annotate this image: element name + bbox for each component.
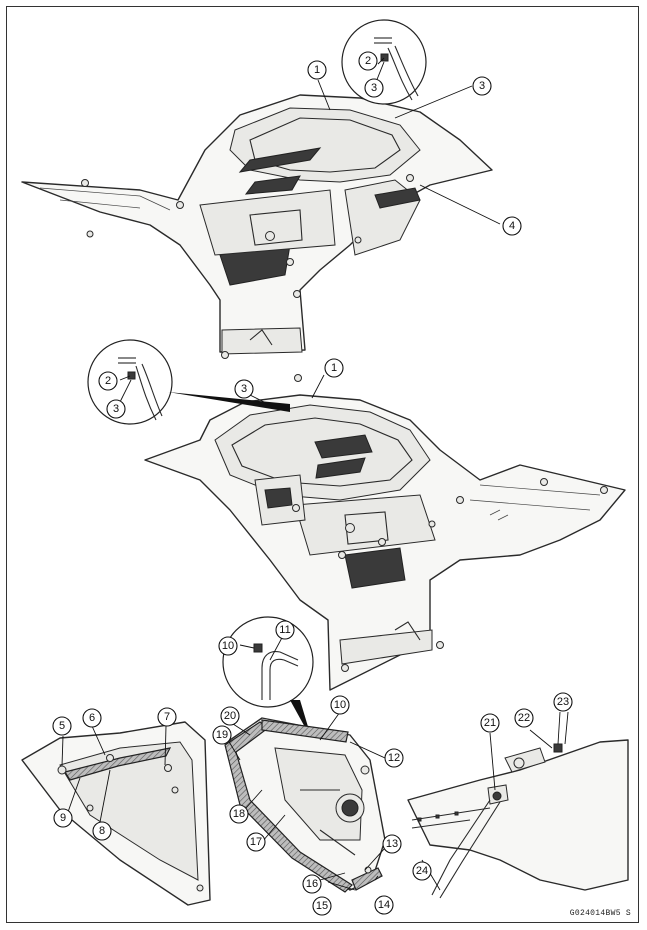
callout-1: 1 <box>324 358 344 378</box>
headlight-assembly <box>224 717 386 893</box>
callout-6: 6 <box>82 708 102 728</box>
svg-text:14: 14 <box>378 899 390 911</box>
svg-text:24: 24 <box>416 865 428 877</box>
svg-text:3: 3 <box>479 80 485 92</box>
callout-8: 8 <box>92 821 112 841</box>
svg-text:21: 21 <box>484 717 496 729</box>
svg-text:16: 16 <box>306 878 318 890</box>
callout-24: 24 <box>412 861 432 881</box>
inner-panel-left <box>21 721 211 906</box>
svg-text:2: 2 <box>105 375 111 387</box>
svg-text:3: 3 <box>371 82 377 94</box>
callout-3: 3 <box>364 78 384 98</box>
svg-text:3: 3 <box>241 383 247 395</box>
callout-10: 10 <box>330 695 350 715</box>
callout-11: 11 <box>275 620 295 640</box>
svg-text:2: 2 <box>365 55 371 67</box>
callout-2: 2 <box>358 51 378 71</box>
svg-text:13: 13 <box>386 838 398 850</box>
svg-text:10: 10 <box>334 699 346 711</box>
svg-text:10: 10 <box>222 640 234 652</box>
callout-10: 10 <box>218 636 238 656</box>
svg-text:4: 4 <box>509 220 515 232</box>
svg-text:23: 23 <box>557 696 569 708</box>
callout-4: 4 <box>502 216 522 236</box>
callout-3: 3 <box>234 379 254 399</box>
callout-3: 3 <box>472 76 492 96</box>
leader-lines <box>61 57 569 891</box>
diagram-frame <box>6 6 639 923</box>
side-fairing-right <box>407 739 629 899</box>
callout-13: 13 <box>382 834 402 854</box>
upper-cowl-assembly-top <box>21 94 493 382</box>
figure-code: G024014BW5 S <box>569 909 631 918</box>
callout-15: 15 <box>312 896 332 916</box>
svg-text:22: 22 <box>518 712 530 724</box>
callout-18: 18 <box>229 804 249 824</box>
callout-22: 22 <box>514 708 534 728</box>
callout-20: 20 <box>220 706 240 726</box>
svg-text:7: 7 <box>164 711 170 723</box>
svg-text:17: 17 <box>250 836 262 848</box>
svg-text:9: 9 <box>60 812 66 824</box>
svg-text:6: 6 <box>89 712 95 724</box>
svg-text:15: 15 <box>316 900 328 912</box>
svg-text:12: 12 <box>388 752 400 764</box>
svg-text:18: 18 <box>233 808 245 820</box>
upper-cowl-assembly-middle <box>144 394 626 691</box>
callout-2: 2 <box>98 371 118 391</box>
callout-12: 12 <box>384 748 404 768</box>
callout-17: 17 <box>246 832 266 852</box>
svg-text:19: 19 <box>216 729 228 741</box>
svg-text:1: 1 <box>331 362 337 374</box>
callout-16: 16 <box>302 874 322 894</box>
svg-text:11: 11 <box>279 624 290 636</box>
callout-14: 14 <box>374 895 394 915</box>
svg-text:20: 20 <box>224 710 236 722</box>
svg-text:8: 8 <box>99 825 105 837</box>
svg-text:5: 5 <box>59 720 65 732</box>
callout-3: 3 <box>106 399 126 419</box>
detail-zoom-bottom <box>222 616 314 740</box>
callout-9: 9 <box>53 808 73 828</box>
callout-5: 5 <box>52 716 72 736</box>
callout-21: 21 <box>480 713 500 733</box>
svg-text:1: 1 <box>314 64 320 76</box>
callout-1: 1 <box>307 60 327 80</box>
svg-text:3: 3 <box>113 403 119 415</box>
callout-7: 7 <box>157 707 177 727</box>
callout-23: 23 <box>553 692 573 712</box>
callout-19: 19 <box>212 725 232 745</box>
